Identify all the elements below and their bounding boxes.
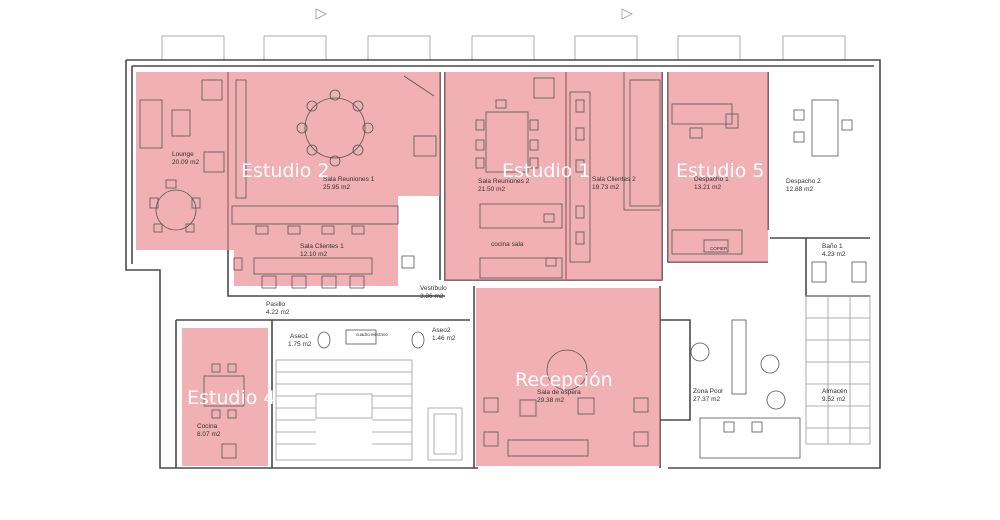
room-name-aseo1: Aseo1 bbox=[290, 333, 309, 340]
room-area-cocina: 8.07 m2 bbox=[197, 431, 221, 438]
room-name-zona-pool: Zona Pool bbox=[693, 388, 723, 395]
room-name-almacen: Almacén bbox=[822, 388, 848, 395]
room-area-aseo2: 1.46 m2 bbox=[432, 335, 456, 342]
room-labels: Lounge 20.09 m2 Sala Reuniones 1 25.95 m… bbox=[172, 151, 848, 438]
room-name-bano-1: Baño 1 bbox=[822, 243, 843, 250]
room-name-sala-espera: Sala de espera bbox=[537, 389, 581, 396]
zone-estudio-4 bbox=[182, 328, 268, 466]
waiting-room-furniture bbox=[483, 349, 649, 457]
meeting-table-2 bbox=[475, 77, 563, 279]
room-name-sala-clientes-1: Sala Clientes 1 bbox=[300, 243, 344, 250]
sala-clientes-1-furniture bbox=[231, 205, 415, 289]
lounge-furniture bbox=[139, 79, 225, 233]
room-area-vestibulo: 3.86 m2 bbox=[420, 293, 444, 300]
label-estudio-2: Estudio 2 bbox=[241, 160, 330, 182]
room-area-bano-1: 4.23 m2 bbox=[822, 251, 846, 258]
room-area-pasillo: 4.22 m2 bbox=[266, 309, 290, 316]
room-area-sala-clientes-1: 12.10 m2 bbox=[300, 251, 327, 258]
room-area-despacho-1: 13.21 m2 bbox=[694, 184, 721, 191]
room-name-aseo2: Aseo2 bbox=[432, 327, 451, 334]
room-area-zona-pool: 27.37 m2 bbox=[693, 396, 720, 403]
zone-recepcion bbox=[476, 288, 660, 466]
room-name-vestibulo: Vestíbulo bbox=[420, 285, 447, 292]
north-markers bbox=[315, 8, 633, 20]
sala-clientes-2-furniture bbox=[569, 72, 661, 263]
label-recepcion: Recepción bbox=[515, 369, 613, 391]
room-name-cocina-sala: cocina sala bbox=[491, 241, 524, 248]
room-name-pasillo: Pasillo bbox=[266, 301, 286, 308]
room-area-lounge: 20.09 m2 bbox=[172, 159, 199, 166]
room-area-sala-reuniones-1: 25.95 m2 bbox=[323, 184, 350, 191]
staircase bbox=[275, 359, 463, 461]
room-area-despacho-2: 12.88 m2 bbox=[786, 186, 813, 193]
aseo-fixtures bbox=[317, 329, 425, 349]
electrical-panel-label: cuadro eléctrico bbox=[356, 332, 388, 337]
room-name-despacho-2: Despacho 2 bbox=[786, 178, 821, 185]
room-name-despacho-1: Despacho 1 bbox=[694, 176, 729, 183]
room-name-sala-reuniones-1: Sala Reuniones 1 bbox=[323, 176, 375, 183]
room-name-cocina: Cocina bbox=[197, 423, 218, 430]
despacho-1-furniture bbox=[671, 103, 743, 255]
label-estudio-5: Estudio 5 bbox=[676, 160, 765, 182]
room-area-sala-clientes-2: 19.73 m2 bbox=[592, 184, 619, 191]
room-area-sala-reuniones-2: 21.50 m2 bbox=[478, 186, 505, 193]
studio-labels: Estudio 2 Estudio 1 Estudio 5 Estudio 4 … bbox=[187, 160, 765, 409]
zone-estudio-5 bbox=[668, 72, 768, 262]
room-name-sala-clientes-2: Sala Clientes 2 bbox=[592, 176, 636, 183]
room-area-almacen: 9.52 m2 bbox=[822, 396, 846, 403]
room-name-sala-reuniones-2: Sala Reuniones 2 bbox=[478, 178, 530, 185]
room-area-aseo1: 1.75 m2 bbox=[288, 341, 312, 348]
despacho-2-furniture bbox=[793, 99, 853, 157]
room-name-lounge: Lounge bbox=[172, 151, 194, 158]
zona-pool-furniture bbox=[690, 319, 801, 459]
almacen-grid bbox=[805, 295, 871, 445]
bano-1-fixtures bbox=[811, 261, 867, 283]
room-area-sala-espera: 29.38 m2 bbox=[537, 397, 564, 404]
label-estudio-4: Estudio 4 bbox=[187, 387, 276, 409]
studio-zones bbox=[136, 72, 768, 466]
label-estudio-1: Estudio 1 bbox=[502, 160, 591, 182]
copier-label: COPIER bbox=[710, 246, 728, 251]
window-bays bbox=[161, 35, 846, 61]
meeting-table-1 bbox=[235, 75, 437, 199]
exterior-walls bbox=[125, 59, 881, 469]
cocina-furniture bbox=[203, 363, 245, 459]
